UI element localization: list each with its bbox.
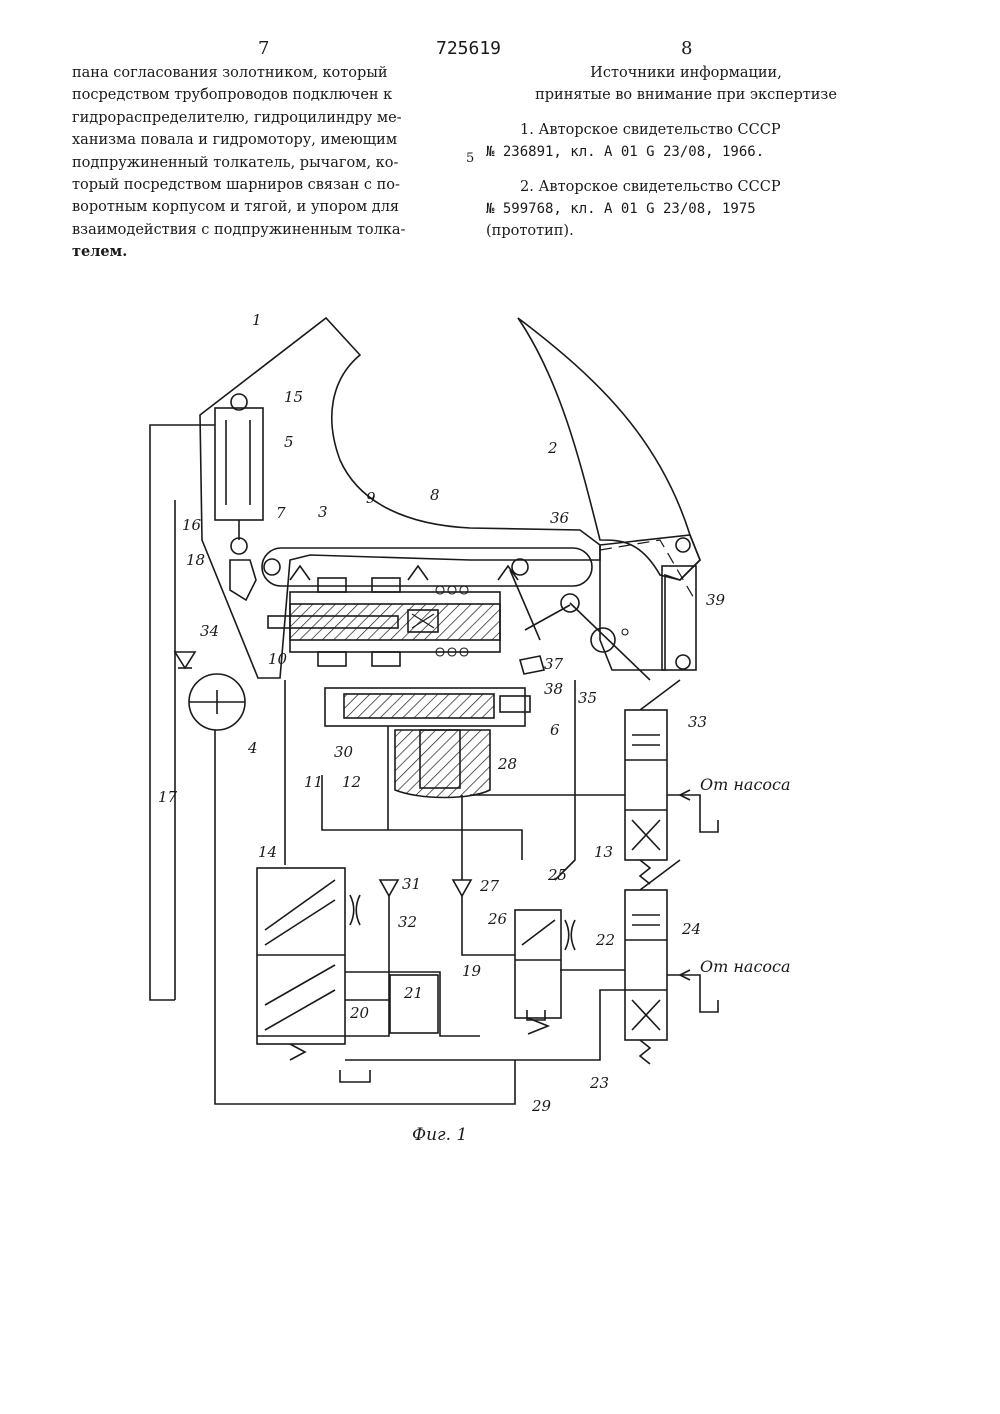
part-label-19: 19 [462,962,482,980]
part-label-21: 21 [403,984,423,1002]
valve-spring [640,1040,650,1064]
valve-arrow [522,920,555,945]
part-label-37: 37 [544,655,564,673]
part-label-18: 18 [186,551,205,569]
check-valve-27 [453,880,471,896]
pivot-dot [622,629,628,635]
rotary-piston-30 [344,694,494,718]
throttle [356,895,360,925]
part-label-20: 20 [349,1004,370,1022]
cylinder-39-pin [676,655,690,669]
cylinder-39-pin [676,538,690,552]
tank-symbol [700,820,718,832]
part-label-33: 33 [688,713,707,731]
part-label-32: 32 [398,913,417,931]
part-label-12: 12 [342,773,361,791]
valve-spring [290,1044,305,1060]
valve-spring [640,860,650,884]
part-label-39: 39 [706,591,726,609]
pipe-13 [555,680,575,880]
pump-label-bottom: От насоса [700,957,791,976]
part-label-35: 35 [578,689,597,707]
part-label-17: 17 [158,788,178,806]
part-label-3: 3 [318,503,328,521]
hinge-36 [512,559,528,575]
part-label-34: 34 [200,622,219,640]
pipe-pump-2 [667,975,700,1000]
part-label-13: 13 [594,843,613,861]
figure-caption: Фиг. 1 [412,1125,467,1145]
part-label-24: 24 [681,920,701,938]
part-label-22: 22 [595,931,615,949]
check-valve-31 [380,880,398,896]
pump-label-top: От насоса [700,775,791,794]
part-label-31: 31 [402,875,421,893]
valve-spool-9 [290,604,500,640]
throttle [565,920,569,950]
linkage-dashed [600,540,695,600]
distributor-14 [257,868,345,1044]
pusher-7 [230,560,256,600]
part-label-26: 26 [487,910,508,928]
cylinder-bottom-pin [231,538,247,554]
valve-arrow [265,990,335,1030]
valve-port [318,578,346,592]
fixed-hinge [290,566,310,580]
part-label-4: 4 [247,739,258,757]
cylinder-39 [662,566,696,670]
part-label-29: 29 [531,1097,552,1115]
part-label-30: 30 [334,743,354,761]
part-label-27: 27 [479,877,500,895]
valve-port [318,652,346,666]
valve-port [372,652,400,666]
tank-symbol [700,1000,718,1012]
valve-24 [625,890,667,1040]
lever-arm [570,603,650,680]
valve-arrow [265,965,335,1005]
part-label-6: 6 [550,721,560,739]
jaw-2-outline [518,318,700,580]
valve-port [372,578,400,592]
part-label-38: 38 [544,680,563,698]
part-label-5: 5 [284,433,294,451]
part-label-14: 14 [258,843,277,861]
part-label-10: 10 [268,650,288,668]
base-beam-3 [262,548,592,586]
part-label-16: 16 [182,516,202,534]
jaw-2-body [600,535,700,670]
stop-38 [520,656,544,674]
cylinder-5-body [215,408,263,520]
part-label-1: 1 [252,311,262,329]
throttle [571,920,575,950]
pipe-17 [150,425,215,1000]
pipe-32 [257,896,389,1036]
part-label-23: 23 [589,1074,609,1092]
valve-33 [625,710,667,860]
part-label-2: 2 [547,439,558,457]
part-label-9: 9 [366,489,376,507]
part-label-36: 36 [550,509,570,527]
tank-symbol [340,1070,370,1082]
fixed-hinge [408,566,428,580]
part-label-25: 25 [547,866,567,884]
valve-25 [515,910,561,1018]
part-label-28: 28 [497,755,517,773]
part-label-7: 7 [276,504,286,522]
hinge-7 [264,559,280,575]
part-label-8: 8 [430,486,440,504]
part-label-15: 15 [284,388,303,406]
part-label-11: 11 [304,773,323,791]
check-valve-34 [175,652,195,668]
throttle [350,895,354,925]
valve-lever [640,680,680,710]
pipe-pump-1 [667,795,700,820]
